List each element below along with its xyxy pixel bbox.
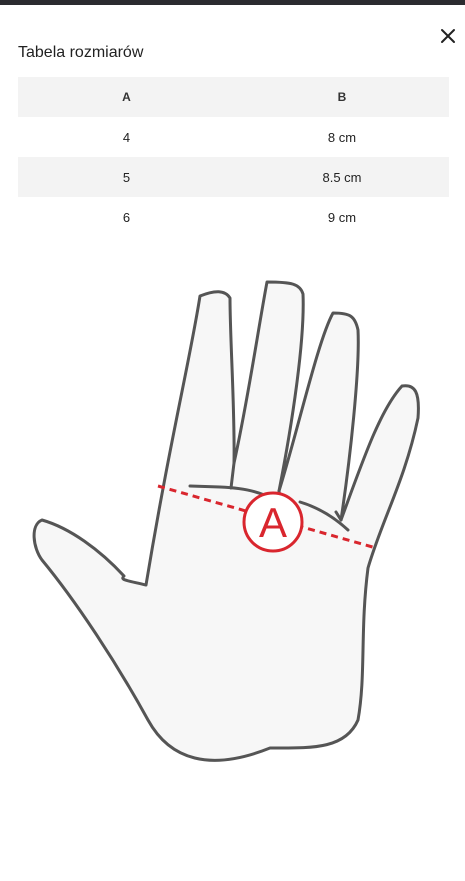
- table-cell: 8 cm: [327, 129, 357, 145]
- size-table: A B 4 8 cm 5 8.5 cm 6 9 cm: [18, 77, 449, 237]
- size-table-header-row: A B: [18, 77, 449, 117]
- column-header-a: A: [18, 77, 235, 117]
- finger-crease: [298, 500, 350, 532]
- table-cell: 4: [122, 129, 131, 145]
- finger-crease: [229, 461, 236, 490]
- table-cell: 9 cm: [327, 209, 357, 225]
- finger-crease: [334, 510, 343, 522]
- close-icon: [441, 29, 455, 43]
- measurement-marker: [242, 491, 304, 553]
- hand-measurement-illustration: A: [32, 280, 420, 762]
- table-row: 5 8.5 cm: [18, 157, 449, 197]
- top-bar: [0, 0, 465, 5]
- close-button[interactable]: [436, 24, 460, 48]
- table-cell: 8.5 cm: [235, 157, 449, 197]
- modal-title: Tabela rozmiarów: [18, 44, 144, 61]
- table-cell: 5: [18, 157, 235, 197]
- hand-outline: [32, 280, 420, 762]
- table-row: 4 8 cm: [18, 117, 449, 157]
- measurement-marker-label: A: [259, 499, 287, 546]
- column-header-b: B: [235, 77, 449, 117]
- table-row: 6 9 cm: [18, 197, 449, 237]
- table-cell: 6: [122, 209, 131, 225]
